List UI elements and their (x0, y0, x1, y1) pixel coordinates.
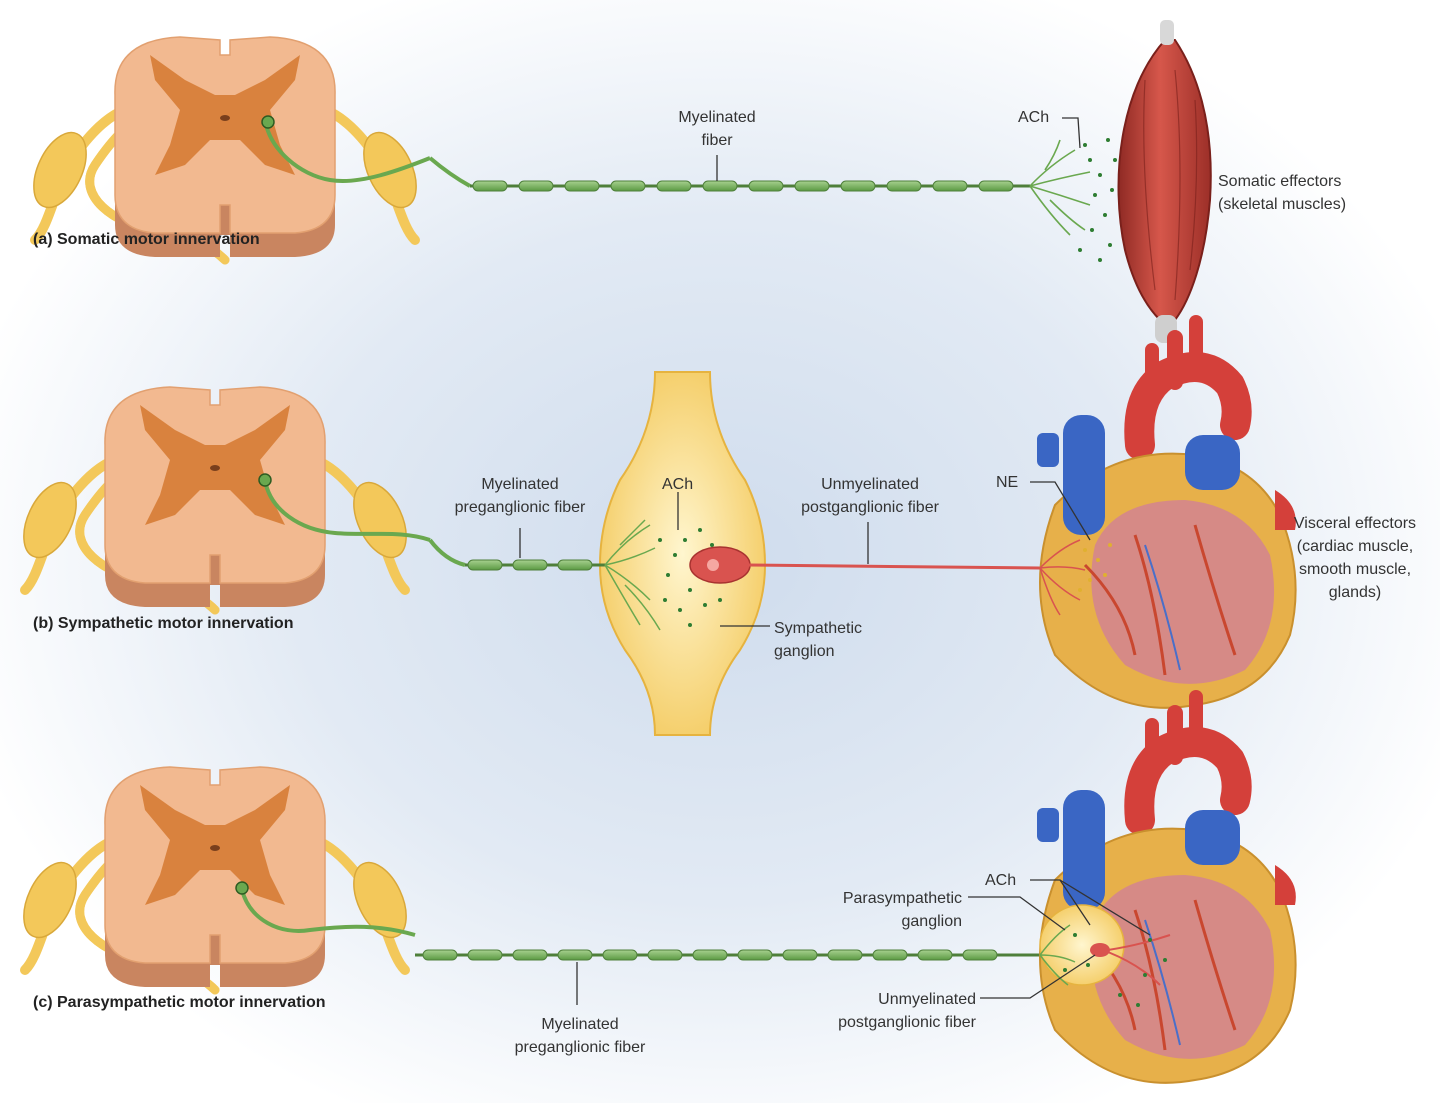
preganglionic-neuron-axon-b (263, 479, 431, 542)
sympathetic-ganglion (598, 371, 767, 736)
axon-terminals-a (1029, 139, 1091, 236)
postganglionic-neuron-c (1090, 934, 1171, 986)
caption-c: (c) Parasympathetic motor innervation (33, 994, 326, 1011)
ach-label-b: ACh (662, 476, 694, 493)
postganglionic-terminals-b (1039, 539, 1086, 616)
postganglionic-neuron-b (689, 546, 1041, 584)
ach-label-c: ACh (985, 872, 1017, 889)
ach-vesicles-c (1063, 933, 1167, 1007)
ne-label-b: NE (996, 474, 1019, 491)
caption-a: (a) Somatic motor innervation (33, 231, 260, 248)
myelinated-fiber-label-a: Myelinated fiber (678, 109, 756, 149)
spinal-cord-b (13, 387, 417, 610)
motor-neuron-soma-a (261, 115, 275, 129)
preganglionic-terminals-b (604, 519, 661, 631)
preganglionic-terminals-c (1039, 924, 1076, 986)
heart-b (1037, 315, 1296, 708)
ach-vesicles-a (1078, 138, 1117, 262)
preganglionic-soma-c (235, 881, 249, 895)
ach-vesicles-b (658, 528, 722, 627)
sympathetic-ganglion-label: Sympathetic ganglion (774, 620, 863, 660)
unmyelinated-postganglionic-label-b: Unmyelinated postganglionic fiber (801, 476, 939, 516)
preganglionic-neuron-axon-c (240, 889, 416, 937)
motor-neuron-axon-a (263, 119, 431, 183)
spinal-cord-a (23, 37, 427, 260)
skeletal-muscle (1117, 20, 1212, 343)
myelinated-preganglionic-fiber-b (467, 559, 593, 571)
parasympathetic-ganglion-label: Parasympathetic ganglion (842, 890, 962, 930)
parasympathetic-ganglion (1039, 904, 1125, 986)
somatic-effectors-label: Somatic effectors (skeletal muscles) (1218, 173, 1347, 213)
unmyelinated-postganglionic-label-c: Unmyelinated postganglionic fiber (838, 991, 976, 1031)
preganglionic-soma-b (258, 473, 272, 487)
myelinated-preganglionic-label-c: Myelinated preganglionic fiber (514, 1016, 646, 1056)
myelinated-preganglionic-label-b: Myelinated preganglionic fiber (454, 476, 586, 516)
ach-label-a: ACh (1018, 109, 1050, 126)
caption-b: (b) Sympathetic motor innervation (33, 615, 294, 632)
visceral-effectors-label: Visceral effectors (cardiac muscle, smoo… (1293, 515, 1417, 601)
ne-vesicles-b (1078, 543, 1112, 592)
spinal-cord-c (13, 767, 417, 990)
heart-c (1037, 690, 1296, 1083)
